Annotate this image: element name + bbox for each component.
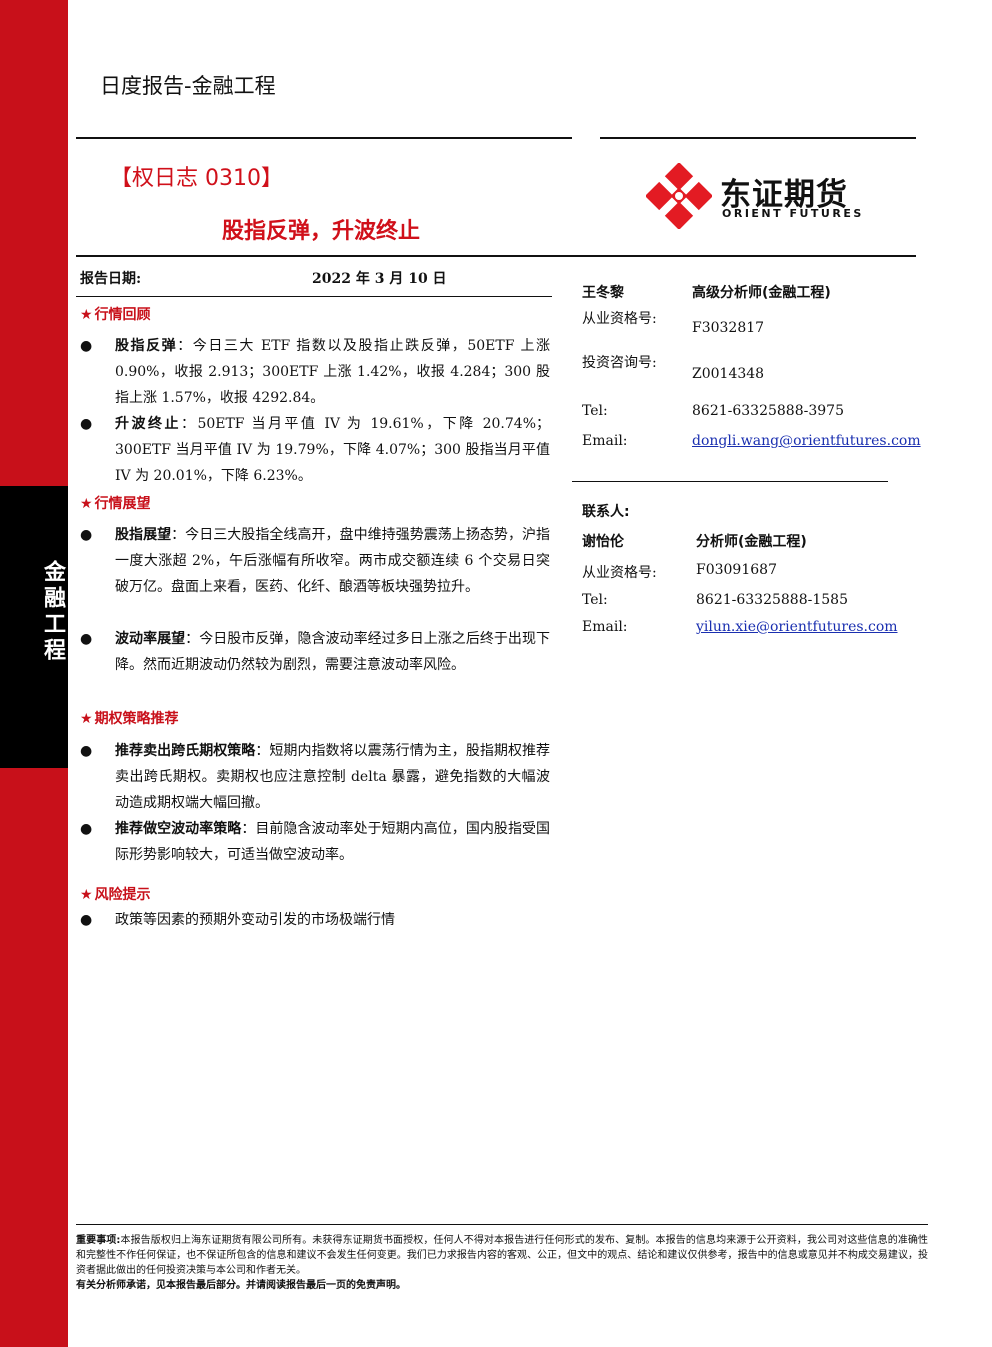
item-keyword: 升波终止 <box>115 416 181 432</box>
report-date-label: 报告日期: <box>80 271 142 287</box>
section-heading: ★期权策略推荐 <box>80 711 179 727</box>
analyst-name: 王冬黎 <box>582 285 624 301</box>
contact-tel: 8621-63325888-1585 <box>696 592 848 608</box>
list-item: ● 推荐做空波动率策略：目前隐含波动率处于短期内高位，国内股指受国际形势影响较大… <box>80 816 550 868</box>
item-text: ：今日三大 ETF 指数以及股指止跌反弹，50ETF 上涨 0.90%，收报 2… <box>115 338 550 406</box>
analyst-tel-label: Tel: <box>582 403 608 419</box>
bullet-icon: ● <box>80 912 93 928</box>
analyst-tel: 8621-63325888-3975 <box>692 403 844 419</box>
section-heading: ★行情回顾 <box>80 307 151 323</box>
divider <box>600 137 916 139</box>
analyst-cert: F3032817 <box>692 320 765 336</box>
bullet-icon: ● <box>80 338 93 354</box>
report-headline: 股指反弹，升波终止 <box>222 219 421 244</box>
list-item: ● 政策等因素的预期外变动引发的市场极端行情 <box>80 907 550 933</box>
section-heading: ★行情展望 <box>80 496 151 512</box>
divider <box>76 296 552 297</box>
item-keyword: 股指反弹 <box>115 338 178 354</box>
list-item: ● 推荐卖出跨氏期权策略：短期内指数将以震荡行情为主，股指期权推荐卖出跨氏期权。… <box>80 738 550 816</box>
analyst-email-label: Email: <box>582 433 628 449</box>
item-text: ：短期内指数将以震荡行情为主，股指期权推荐卖出跨氏期权。卖期权也应注意控制 de… <box>115 743 551 811</box>
list-item: ● 升波终止：50ETF 当月平值 IV 为 19.61%，下降 20.74%；… <box>80 411 550 489</box>
analyst-cert-label: 从业资格号: <box>582 311 657 327</box>
item-keyword: 推荐做空波动率策略 <box>115 821 242 837</box>
contact-email-link[interactable]: yilun.xie@orientfutures.com <box>696 619 898 635</box>
contact-tel-label: Tel: <box>582 592 608 608</box>
disclaimer-body: 本报告版权归上海东证期货有限公司所有。未获得东证期货书面授权，任何人不得对本报告… <box>76 1235 929 1276</box>
divider <box>76 137 572 139</box>
analyst-consult-label: 投资咨询号: <box>582 355 657 371</box>
contact-name: 谢怡伦 <box>582 534 624 550</box>
divider <box>572 481 888 482</box>
bullet-icon: ● <box>80 821 93 837</box>
item-keyword: 股指展望 <box>115 527 172 543</box>
contact-email-label: Email: <box>582 619 628 635</box>
item-text: ：50ETF 当月平值 IV 为 19.61%，下降 20.74%；300ETF… <box>115 416 550 484</box>
star-icon: ★ <box>80 711 93 727</box>
disclaimer-lead: 重要事项: <box>76 1235 121 1246</box>
page-header-title: 日度报告-金融工程 <box>100 74 276 98</box>
list-item: ● 股指展望：今日三大股指全线高开，盘中维持强势震荡上扬态势，沪指一度大涨超 2… <box>80 522 550 600</box>
section-heading: ★风险提示 <box>80 887 151 903</box>
divider <box>572 255 916 257</box>
company-logo: 东证期货 ORIENT FUTURES <box>646 163 896 229</box>
item-text: 政策等因素的预期外变动引发的市场极端行情 <box>115 912 395 928</box>
contact-cert-label: 从业资格号: <box>582 565 657 581</box>
logo-name-cn: 东证期货 <box>720 177 848 213</box>
item-keyword: 推荐卖出跨氏期权策略 <box>115 743 256 759</box>
disclaimer: 重要事项:本报告版权归上海东证期货有限公司所有。未获得东证期货书面授权，任何人不… <box>76 1233 928 1293</box>
logo-name-en: ORIENT FUTURES <box>722 207 864 220</box>
analyst-email-link[interactable]: dongli.wang@orientfutures.com <box>692 433 921 449</box>
star-icon: ★ <box>80 307 93 323</box>
divider <box>76 255 572 257</box>
contact-card: 联系人: 谢怡伦 分析师(金融工程) 从业资格号: F03091687 Tel:… <box>582 501 922 651</box>
list-item: ● 波动率展望：今日股市反弹，隐含波动率经过多日上涨之后终于出现下降。然而近期波… <box>80 626 550 678</box>
analyst-card: 王冬黎 高级分析师(金融工程) 从业资格号: F3032817 投资咨询号: Z… <box>582 282 922 462</box>
star-icon: ★ <box>80 887 93 903</box>
bullet-icon: ● <box>80 743 93 759</box>
item-text: ：目前隐含波动率处于短期内高位，国内股指受国际形势影响较大，可适当做空波动率。 <box>115 821 551 863</box>
star-icon: ★ <box>80 496 93 512</box>
report-date-value: 2022 年 3 月 10 日 <box>312 271 447 287</box>
analyst-consult: Z0014348 <box>692 366 765 382</box>
contact-heading: 联系人: <box>582 504 630 520</box>
list-item: ● 股指反弹：今日三大 ETF 指数以及股指止跌反弹，50ETF 上涨 0.90… <box>80 333 550 411</box>
analyst-title: 高级分析师(金融工程) <box>692 285 831 301</box>
item-text: ：今日三大股指全线高开，盘中维持强势震荡上扬态势，沪指一度大涨超 2%，午后涨幅… <box>115 527 551 595</box>
bullet-icon: ● <box>80 527 93 543</box>
item-text: ：今日股市反弹，隐含波动率经过多日上涨之后终于出现下降。然而近期波动仍然较为剧烈… <box>115 631 551 673</box>
contact-cert: F03091687 <box>696 562 777 578</box>
logo-mark-icon <box>646 163 712 229</box>
divider <box>76 1224 928 1225</box>
bullet-icon: ● <box>80 631 93 647</box>
item-keyword: 波动率展望 <box>115 631 186 647</box>
sidebar-label: 金融工程 <box>40 560 65 664</box>
bullet-icon: ● <box>80 416 93 432</box>
sidebar-black-band <box>0 486 68 768</box>
contact-title: 分析师(金融工程) <box>696 534 807 550</box>
report-tag: 【权日志 0310】 <box>110 166 283 191</box>
disclaimer-footer: 有关分析师承诺，见本报告最后部分。并请阅读报告最后一页的免责声明。 <box>76 1280 406 1291</box>
